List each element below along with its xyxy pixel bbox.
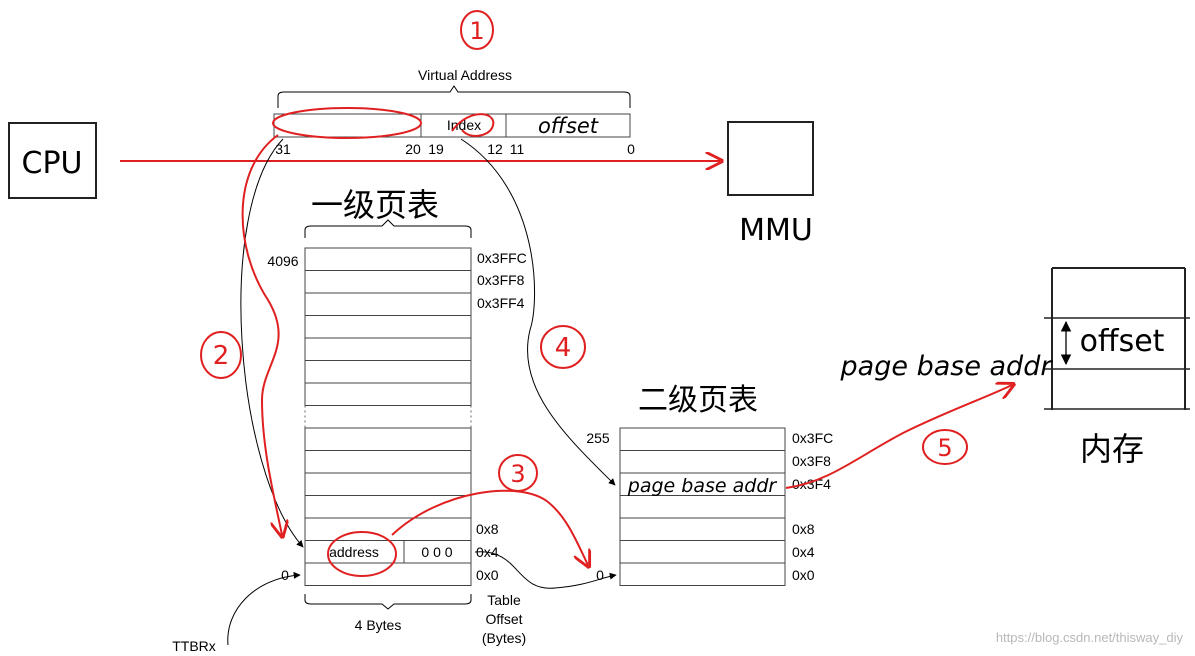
- l1-table-row: [304, 315, 472, 339]
- step-1-label: 1: [460, 10, 494, 50]
- cpu-box: [8, 122, 97, 199]
- l1-offset-caption-1: Table: [487, 592, 521, 608]
- svg-text:3: 3: [510, 460, 525, 488]
- l2-offset-4: 0x4: [792, 544, 815, 560]
- l1-offset-caption-3: (Bytes): [482, 630, 526, 646]
- bit-20: 20: [405, 141, 421, 157]
- l1-offset-8: 0x8: [476, 521, 499, 537]
- l2-offset-3f4: 0x3F4: [792, 476, 831, 492]
- memory-block: [1044, 267, 1190, 410]
- l2-table-title: 二级页表: [638, 383, 758, 418]
- l2-table-row: [619, 427, 786, 451]
- l1-table-row: [304, 382, 472, 406]
- index-field-label: Index: [447, 117, 481, 133]
- l2-table-row: [619, 517, 786, 541]
- step-2-label: 2: [200, 331, 242, 379]
- bit-19: 19: [428, 141, 444, 157]
- l1-entry-to-l2-base-arrow: [474, 551, 617, 589]
- l1-table-row: [304, 270, 472, 294]
- watermark: https://blog.csdn.net/thisway_diy: [996, 630, 1184, 645]
- l2-entry-page-base: page base addr: [627, 475, 778, 497]
- l1-table-brace: [304, 219, 472, 238]
- l2-table-row: [619, 562, 786, 586]
- step-5-label: 5: [922, 429, 968, 465]
- l1-index-to-entry-arrow: [240, 138, 304, 548]
- bit-12: 12: [487, 141, 503, 157]
- l2-base-index: 0: [596, 567, 604, 583]
- address-highlight: [327, 531, 397, 577]
- l1-table-row: [304, 360, 472, 384]
- l2-offset-0: 0x0: [792, 567, 815, 583]
- memory-title: 内存: [1080, 430, 1144, 468]
- l1-table-row: [304, 472, 472, 496]
- step-3-arrow: [391, 489, 588, 565]
- bit-11: 11: [510, 141, 525, 157]
- l2-offset-3fc: 0x3FC: [792, 430, 833, 446]
- step-5-arrow: [785, 385, 1012, 489]
- l2-index-to-entry-arrow: [460, 138, 616, 486]
- l2-table-row: [619, 495, 786, 519]
- l1-table-row: [304, 495, 472, 519]
- virtual-address-brace: [277, 85, 631, 108]
- l1-table-row: [304, 292, 472, 316]
- bit-31: 31: [275, 141, 291, 157]
- svg-text:2: 2: [213, 341, 230, 371]
- l1-width-brace: [304, 594, 472, 610]
- step-2-arrow: [241, 134, 282, 535]
- l1-offset-3ffc: 0x3FFC: [477, 250, 527, 266]
- l2-entry-count: 255: [586, 430, 610, 446]
- l2-table-rows: [619, 427, 786, 586]
- l2-table-row: [619, 540, 786, 564]
- l1-table-title: 一级页表: [311, 186, 439, 224]
- step-3-label: 3: [498, 454, 538, 492]
- svg-text:4: 4: [555, 333, 572, 363]
- bit-0: 0: [627, 141, 635, 157]
- l2-index-highlight: [451, 113, 495, 137]
- svg-text:1: 1: [469, 17, 484, 45]
- l1-offset-0: 0x0: [476, 567, 499, 583]
- memory-offset-label: offset: [1080, 324, 1165, 359]
- ttbr-label: TTBRx: [172, 638, 216, 654]
- l2-offset-8: 0x8: [792, 521, 815, 537]
- l1-table-rows: [304, 247, 472, 586]
- l1-index-highlight: [272, 107, 422, 139]
- l1-entry-zeros: 0 0 0: [421, 544, 452, 560]
- mmu-label: MMU: [739, 213, 813, 248]
- memory-base-label: page base addr: [840, 351, 1054, 382]
- l1-entry-address: address: [329, 544, 379, 560]
- l1-table-row: [304, 562, 472, 586]
- l1-offset-caption-2: Offset: [485, 611, 522, 627]
- l1-offset-3ff8: 0x3FF8: [477, 272, 525, 288]
- l1-width-label: 4 Bytes: [355, 617, 402, 633]
- l1-table-row: [304, 517, 472, 541]
- l1-table-row: [304, 450, 472, 474]
- l1-entry-count: 4096: [267, 253, 298, 269]
- cpu-label: CPU: [22, 146, 83, 181]
- step-4-label: 4: [540, 325, 586, 369]
- virtual-address-title: Virtual Address: [418, 67, 512, 83]
- l1-table-row: [304, 427, 472, 451]
- svg-text:5: 5: [937, 434, 952, 462]
- l2-table-row: [619, 450, 786, 474]
- l1-base-index: 0: [281, 567, 289, 583]
- mmu-box: [727, 121, 814, 196]
- l2-offset-3f8: 0x3F8: [792, 453, 831, 469]
- ttbr-to-l1-arrow: [227, 571, 301, 646]
- l1-offset-3ff4: 0x3FF4: [477, 295, 525, 311]
- l1-table-row: [304, 337, 472, 361]
- l1-table-row: [304, 247, 472, 271]
- offset-field-label: offset: [538, 114, 599, 138]
